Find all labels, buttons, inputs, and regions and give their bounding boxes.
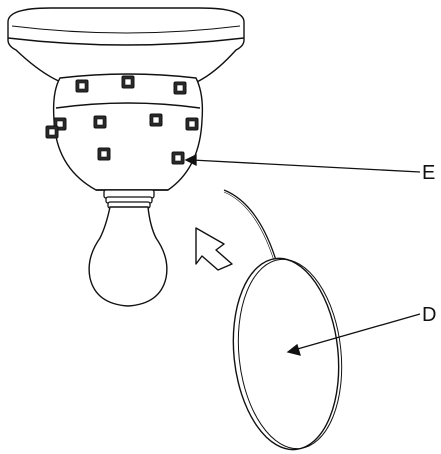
callout-label-e: E <box>422 162 435 184</box>
clip <box>93 115 107 129</box>
leader-lines <box>184 153 421 356</box>
flat-disc <box>232 257 343 451</box>
clip <box>121 75 135 89</box>
bulb-base <box>103 189 155 209</box>
clip <box>45 125 59 139</box>
light-bulb <box>88 206 168 307</box>
clip <box>171 151 185 165</box>
clip <box>173 81 187 95</box>
clip <box>149 113 163 127</box>
callout-label-d: D <box>422 304 436 326</box>
dome-clips <box>45 75 199 165</box>
hollow-arrow-icon <box>195 227 233 271</box>
clip <box>75 79 89 93</box>
ceiling-canopy <box>7 7 245 89</box>
clip <box>185 117 199 131</box>
clip <box>97 147 111 161</box>
